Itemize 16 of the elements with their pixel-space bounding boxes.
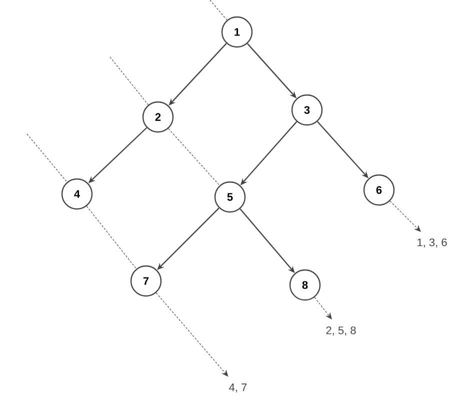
dashed-line bbox=[210, 0, 228, 20]
sequence-label: 1, 3, 6 bbox=[418, 238, 447, 248]
dashed-line bbox=[86, 206, 137, 270]
dashed-line bbox=[168, 128, 220, 186]
sequence-label: 2, 5, 8 bbox=[326, 326, 356, 336]
dashed-line bbox=[110, 56, 149, 106]
tree-node: 1 bbox=[221, 16, 253, 48]
tree-node: 4 bbox=[61, 178, 93, 210]
tree-node: 3 bbox=[291, 94, 323, 126]
sequence-label: 4, 7 bbox=[229, 384, 247, 392]
tree-node: 6 bbox=[363, 174, 395, 206]
tree-node: 8 bbox=[289, 269, 321, 301]
tree-node: 2 bbox=[142, 101, 174, 133]
dashed-line bbox=[26, 134, 68, 182]
tree-node: 7 bbox=[130, 265, 162, 297]
tree-node: 5 bbox=[214, 181, 246, 213]
